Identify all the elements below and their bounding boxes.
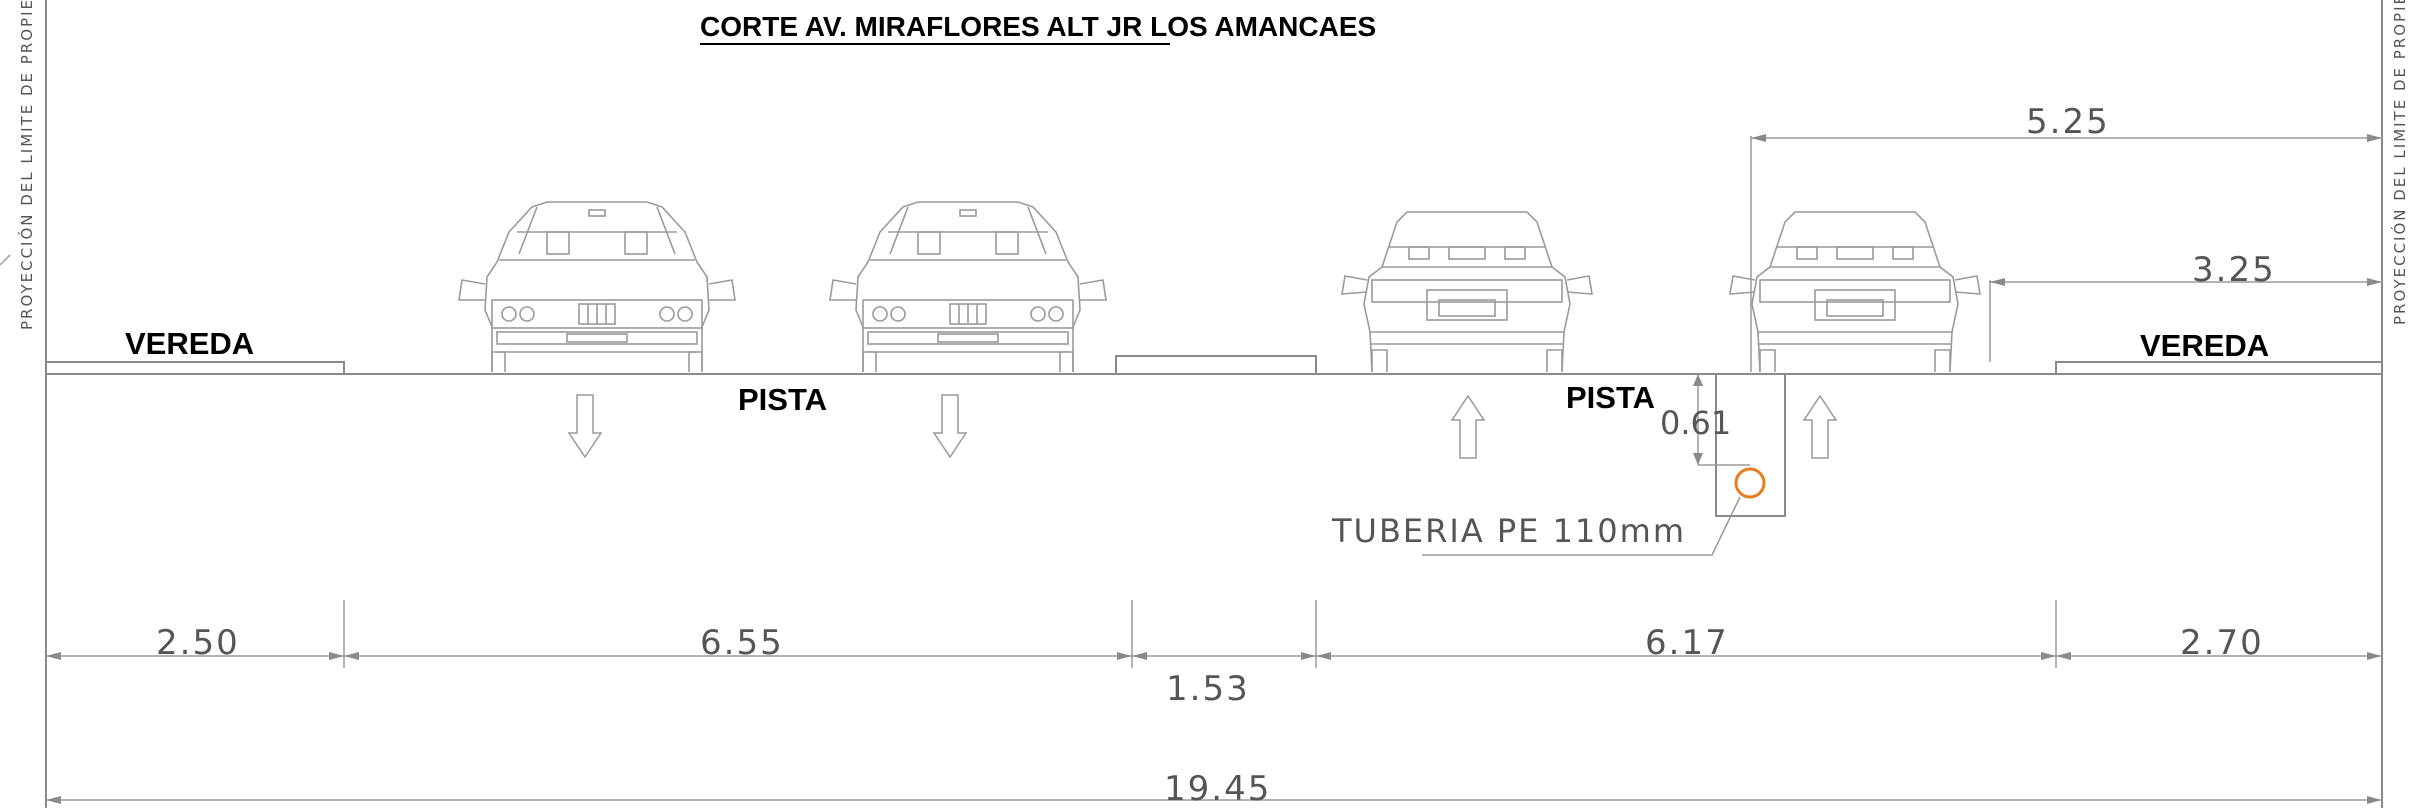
car-front-2 xyxy=(829,201,1107,373)
dim-segment-1: 2.50 xyxy=(156,623,240,663)
property-limit-label-right: PROYECCIÓN DEL LIMITE DE PROPIEDAD xyxy=(2390,0,2409,325)
dim-upper-value: 5.25 xyxy=(2026,102,2110,142)
direction-arrow-up-1 xyxy=(1451,395,1485,459)
car-rear-1 xyxy=(1341,211,1593,373)
dim-segment-2: 6.55 xyxy=(700,623,784,663)
car-front-1 xyxy=(458,201,736,373)
pipe-circle xyxy=(1734,467,1766,499)
drawing-title: CORTE AV. MIRAFLORES ALT JR LOS AMANCAES xyxy=(700,11,1376,42)
dim-segment-4: 6.17 xyxy=(1645,623,1729,663)
trench-outline xyxy=(1715,374,1786,517)
sidewalk-label-right: VEREDA xyxy=(2140,328,2269,363)
direction-arrow-down-2 xyxy=(933,394,967,458)
bottom-dimension-chain xyxy=(46,600,2382,668)
pipe-depth-value: 0.61 xyxy=(1660,404,1731,442)
road-label-right: PISTA xyxy=(1566,380,1655,415)
property-limit-label-left: PROYECCIÓN DEL LIMITE DE PROPIEDAD xyxy=(17,0,36,330)
sidewalk-label-left: VEREDA xyxy=(125,326,254,361)
dim-lower-value: 3.25 xyxy=(2192,250,2276,290)
corner-mark xyxy=(0,254,11,266)
dim-segment-5: 2.70 xyxy=(2180,623,2264,663)
direction-arrow-down-1 xyxy=(568,394,602,458)
pipe-leader-line xyxy=(1422,496,1741,556)
direction-arrow-up-2 xyxy=(1803,395,1837,459)
road-label-left: PISTA xyxy=(738,382,827,417)
dim-total-value: 19.45 xyxy=(1164,769,1271,808)
road-profile-line xyxy=(45,355,2382,375)
total-dimension xyxy=(46,796,2382,804)
pipe-label: TUBERIA PE 110mm xyxy=(1331,512,1686,550)
dim-segment-3: 1.53 xyxy=(1166,669,1250,709)
car-rear-2 xyxy=(1729,211,1981,373)
